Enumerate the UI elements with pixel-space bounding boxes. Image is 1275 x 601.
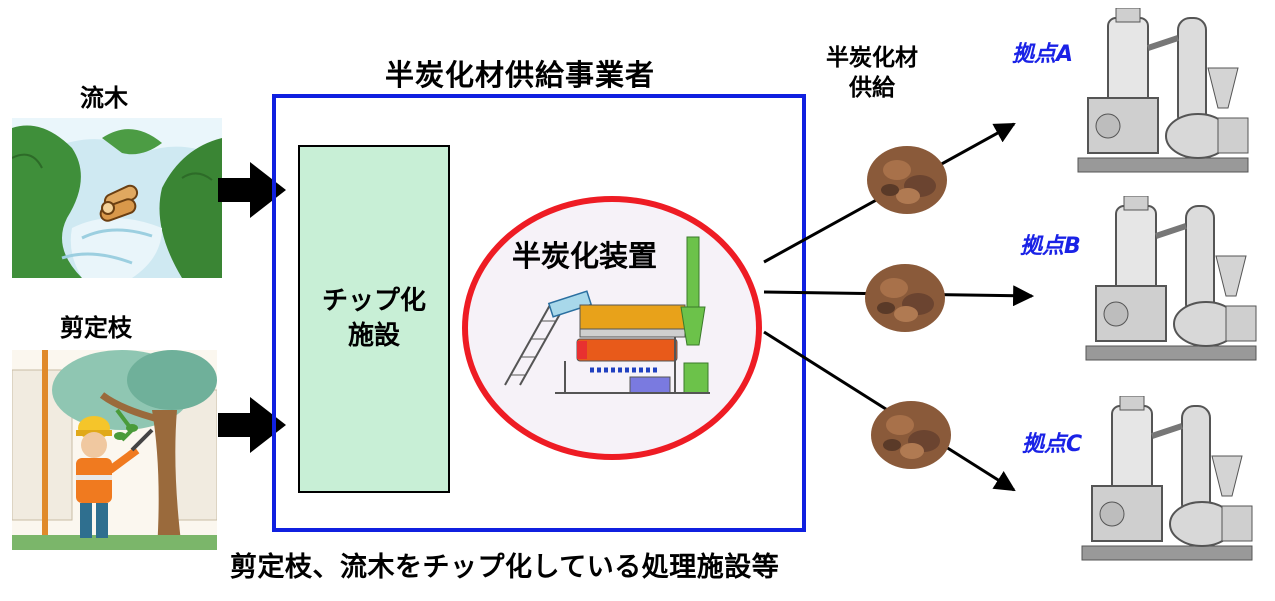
- supplier-title: 半炭化材供給事業者: [385, 58, 656, 92]
- semi-carbonization-machine-icon: [504, 236, 710, 394]
- chip-pile-icon: [865, 264, 945, 332]
- supply-label-line1: 半炭化材: [826, 45, 918, 71]
- worker-icon: [76, 416, 154, 538]
- pruning-worker-illustration: [12, 350, 217, 550]
- chip-facility-box: チップ化 施設: [298, 145, 450, 493]
- driftwood-illustration: [12, 118, 222, 278]
- arrow-driftwood-to-facility: [218, 162, 286, 218]
- driftwood-label: 流木: [80, 84, 128, 112]
- log-icon: [99, 184, 139, 222]
- base-b-label: 拠点B: [1020, 234, 1081, 259]
- arrow-pruned-to-facility: [218, 397, 286, 453]
- chip-pile-icon: [871, 401, 951, 469]
- chip-pile-icon: [867, 146, 947, 214]
- supplier-box: [272, 94, 806, 532]
- supply-label: 半炭化材 供給: [822, 44, 922, 104]
- base-b-plant-icon: [1085, 196, 1257, 361]
- base-a-plant-icon: [1077, 8, 1249, 173]
- chip-facility-line2: 施設: [347, 321, 400, 351]
- base-c-label: 拠点C: [1022, 432, 1083, 457]
- base-c-plant-icon: [1081, 396, 1253, 561]
- chip-facility-line1: チップ化: [321, 285, 426, 316]
- base-a-label: 拠点A: [1012, 42, 1074, 67]
- device-label: 半炭化装置: [512, 239, 658, 273]
- caption-processing-facilities: 剪定枝、流木をチップ化している処理施設等: [230, 552, 780, 583]
- pruned-branches-label: 剪定枝: [60, 314, 132, 342]
- supply-label-line2: 供給: [849, 74, 895, 101]
